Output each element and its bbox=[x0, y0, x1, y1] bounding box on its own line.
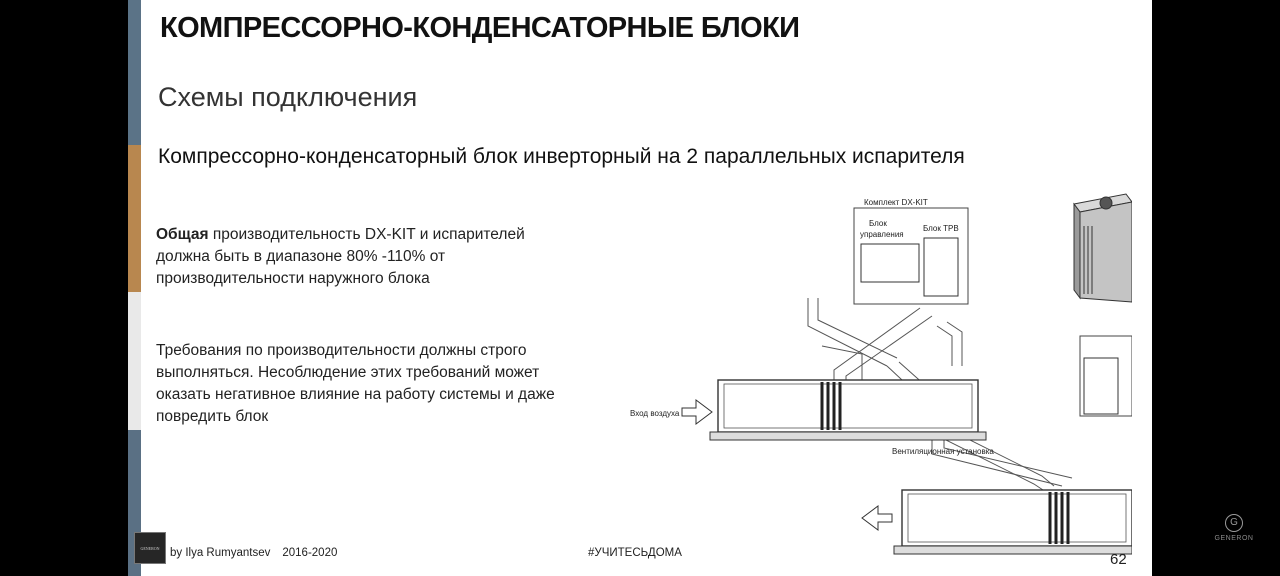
footer-author: by Ilya Rumyantsev 2016-2020 bbox=[170, 547, 337, 559]
presentation-slide: КОМПРЕССОРНО-КОНДЕНСАТОРНЫЕ БЛОКИ Схемы … bbox=[128, 0, 1152, 576]
accent-stripe-light bbox=[128, 292, 141, 430]
control-block-label-line1: Блок bbox=[869, 219, 887, 228]
slide-heading: Компрессорно-конденсаторный блок инверто… bbox=[158, 145, 965, 168]
trv-block-label: Блок ТРВ bbox=[923, 224, 959, 233]
author-years: 2016-2020 bbox=[282, 547, 338, 559]
watermark-text: GENERON bbox=[1214, 535, 1254, 542]
slide-title: КОМПРЕССОРНО-КОНДЕНСАТОРНЫЕ БЛОКИ bbox=[160, 12, 800, 44]
air-outlet-arrow bbox=[861, 505, 893, 531]
control-block-label-line2: управления bbox=[860, 230, 904, 239]
brand-logo-text: GENERON bbox=[140, 545, 160, 551]
accent-stripe-orange bbox=[128, 145, 141, 292]
footer-hashtag: #УЧИТЕСЬДОМА bbox=[588, 547, 682, 559]
brand-logo: GENERON bbox=[134, 532, 166, 564]
air-inlet-arrow bbox=[681, 399, 713, 425]
accent-stripe-top bbox=[128, 0, 141, 145]
dx-kit-label: Комплект DX-KIT bbox=[864, 198, 928, 207]
ventilation-unit-1-frame bbox=[717, 379, 979, 433]
outdoor-unit bbox=[1073, 193, 1132, 303]
connection-diagram: Комплект DX-KIT Блок управления Блок ТРВ bbox=[630, 193, 1132, 555]
watermark: G GENERON bbox=[1208, 514, 1260, 558]
control-block-unit bbox=[860, 243, 920, 283]
watermark-logo-icon: G bbox=[1225, 514, 1243, 532]
trv-block-unit-2 bbox=[1083, 357, 1119, 415]
ventilation-unit-2-frame bbox=[901, 489, 1132, 547]
dx-kit-frame-2 bbox=[1079, 335, 1132, 417]
paragraph-capacity-bold: Общая bbox=[156, 226, 209, 243]
slide-subtitle: Схемы подключения bbox=[158, 82, 418, 112]
page-number: 62 bbox=[1110, 551, 1127, 568]
paragraph-capacity: Общая производительность DX-KIT и испари… bbox=[156, 224, 576, 290]
paragraph-requirements: Требования по производительности должны … bbox=[156, 342, 555, 425]
ventilation-label-1: Вентиляционная установка bbox=[892, 447, 994, 456]
trv-block-unit bbox=[923, 237, 959, 297]
ventilation-unit-1 bbox=[681, 379, 987, 441]
author-name: by Ilya Rumyantsev bbox=[170, 547, 271, 559]
paragraph-capacity-rest: производительность DX-KIT и испарителей … bbox=[156, 226, 525, 287]
dx-kit-frame bbox=[853, 207, 969, 305]
ventilation-unit-2 bbox=[861, 489, 1132, 555]
air-inlet-label: Вход воздуха bbox=[630, 409, 680, 418]
